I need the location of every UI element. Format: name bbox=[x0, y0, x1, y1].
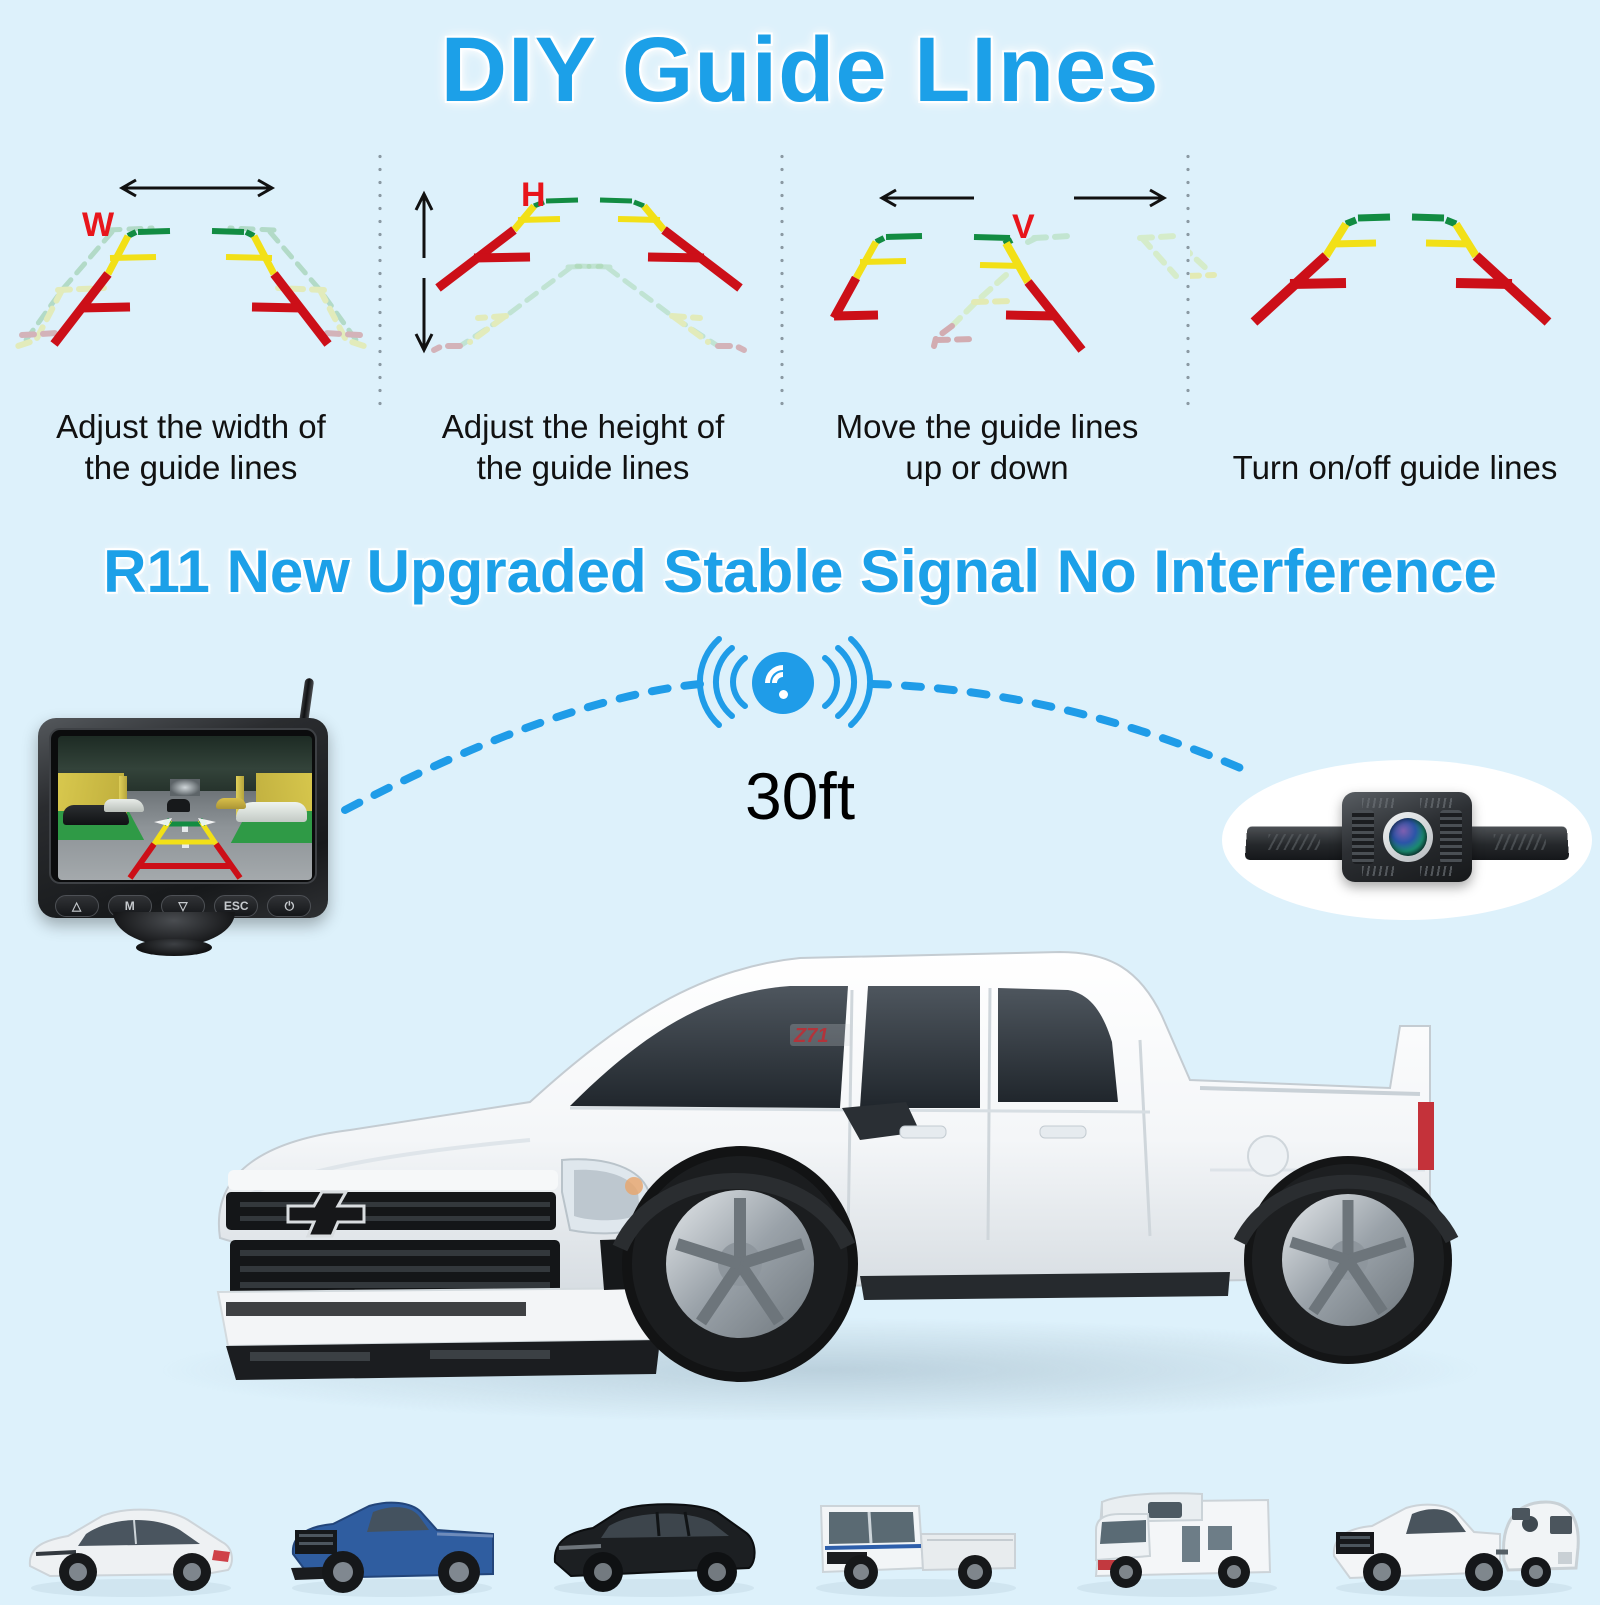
panel-divider bbox=[1186, 150, 1190, 412]
caption-line-2: the guide lines bbox=[476, 449, 690, 486]
camera-ridge bbox=[1420, 798, 1452, 808]
axis-label-w: W bbox=[82, 206, 115, 244]
axis-label-v: V bbox=[1012, 208, 1035, 246]
caption-line-1: Adjust the width of bbox=[56, 408, 326, 445]
vehicle-suv-black bbox=[539, 1490, 769, 1600]
garage-car bbox=[215, 797, 246, 810]
compatible-vehicles-strip bbox=[0, 1468, 1600, 1600]
monitor-stand-base bbox=[136, 939, 212, 956]
caption-line-2: the guide lines bbox=[84, 449, 298, 486]
guide-panel-adjust-width: W Adjust the width of the guide lines bbox=[0, 150, 382, 490]
panel-divider bbox=[378, 150, 382, 412]
camera-ridge bbox=[1362, 798, 1394, 808]
guide-panel-adjust-height: H Adjust the height of the guide lines bbox=[382, 150, 784, 490]
toggle-diagram bbox=[1190, 213, 1552, 326]
caption-line-1: Move the guide lines bbox=[835, 408, 1139, 445]
black-suv-icon bbox=[554, 1503, 756, 1597]
wifi-signal-icon bbox=[690, 634, 880, 730]
blue-pickup-icon bbox=[291, 1501, 495, 1597]
pickup-trailer-icon bbox=[1333, 1500, 1580, 1597]
camera-lens-ring bbox=[1383, 812, 1433, 862]
move-diagram bbox=[830, 188, 1179, 353]
svg-text:Z71: Z71 bbox=[793, 1025, 828, 1047]
garage-vanishing-point bbox=[169, 779, 201, 797]
monitor-button-up[interactable]: △ bbox=[54, 895, 99, 917]
screen-guide-lines bbox=[127, 817, 243, 880]
camera-ridge bbox=[1420, 866, 1452, 876]
white-pickup-truck: Z71 bbox=[160, 950, 1480, 1422]
lane-marking bbox=[182, 825, 188, 833]
wifi-dot bbox=[779, 690, 788, 699]
axis-label-h: H bbox=[521, 176, 546, 214]
monitor-button-power[interactable]: ⏻ bbox=[267, 895, 312, 917]
guide-panel-toggle-lines: Turn on/off guide lines bbox=[1190, 150, 1600, 490]
vehicle-truck-with-trailer bbox=[1324, 1490, 1584, 1600]
caption-line-2: up or down bbox=[905, 449, 1069, 486]
camera-vent-left bbox=[1352, 810, 1374, 864]
garage-car bbox=[235, 802, 307, 823]
rv-motorhome-icon bbox=[1077, 1492, 1278, 1597]
kei-truck-icon bbox=[815, 1505, 1016, 1597]
wifi-core-badge bbox=[752, 652, 814, 714]
caption-line-1: Turn on/off guide lines bbox=[1232, 449, 1558, 486]
wireless-backup-monitor[interactable]: △ M ▽ ESC ⏻ bbox=[18, 677, 336, 978]
sedan-icon bbox=[28, 1508, 233, 1597]
vehicle-rv bbox=[1062, 1490, 1292, 1600]
guide-line-panels: W Adjust the width of the guide lines bbox=[0, 150, 1600, 490]
caption-adjust-width: Adjust the width of the guide lines bbox=[0, 406, 382, 488]
height-diagram bbox=[414, 190, 747, 354]
caption-line-1: Adjust the height of bbox=[441, 408, 725, 445]
wifi-arcs bbox=[696, 636, 874, 728]
garage-car bbox=[103, 799, 145, 813]
caption-adjust-height: Adjust the height of the guide lines bbox=[382, 406, 784, 488]
camera-body bbox=[1342, 792, 1472, 882]
monitor-screen bbox=[58, 736, 312, 880]
garage-pillar bbox=[118, 776, 128, 820]
vehicle-sedan bbox=[16, 1490, 246, 1600]
garage-pillar bbox=[235, 776, 244, 817]
license-plate-backup-camera bbox=[1222, 760, 1592, 920]
monitor-button-row[interactable]: △ M ▽ ESC ⏻ bbox=[50, 893, 316, 919]
distance-label: 30ft bbox=[744, 759, 856, 833]
monitor-bezel bbox=[49, 728, 317, 884]
camera-vent-right bbox=[1440, 810, 1462, 864]
vehicle-pickup-blue bbox=[277, 1490, 507, 1600]
monitor-button-menu[interactable]: M bbox=[107, 895, 152, 917]
camera-lens bbox=[1389, 818, 1427, 856]
panel-divider bbox=[780, 150, 784, 412]
camera-ridge bbox=[1362, 866, 1394, 876]
page-title: DIY Guide LInes bbox=[440, 19, 1160, 121]
main-vehicle-photo: Z71 bbox=[100, 840, 1530, 1422]
section-subtitle: R11 New Upgraded Stable Signal No Interf… bbox=[103, 538, 1497, 605]
caption-move-lines: Move the guide lines up or down bbox=[784, 406, 1190, 488]
width-diagram bbox=[9, 178, 373, 351]
wireless-link-arc bbox=[341, 680, 1249, 814]
caption-toggle-lines: Turn on/off guide lines bbox=[1190, 447, 1600, 488]
guide-panel-move-lines: V Move the guide lines up or down bbox=[784, 150, 1190, 490]
garage-car bbox=[167, 799, 191, 813]
vehicle-kei-truck bbox=[801, 1490, 1031, 1600]
monitor-button-esc[interactable]: ESC bbox=[214, 895, 259, 917]
rear-wheel bbox=[1244, 1156, 1452, 1364]
monitor-body: △ M ▽ ESC ⏻ bbox=[38, 718, 328, 918]
